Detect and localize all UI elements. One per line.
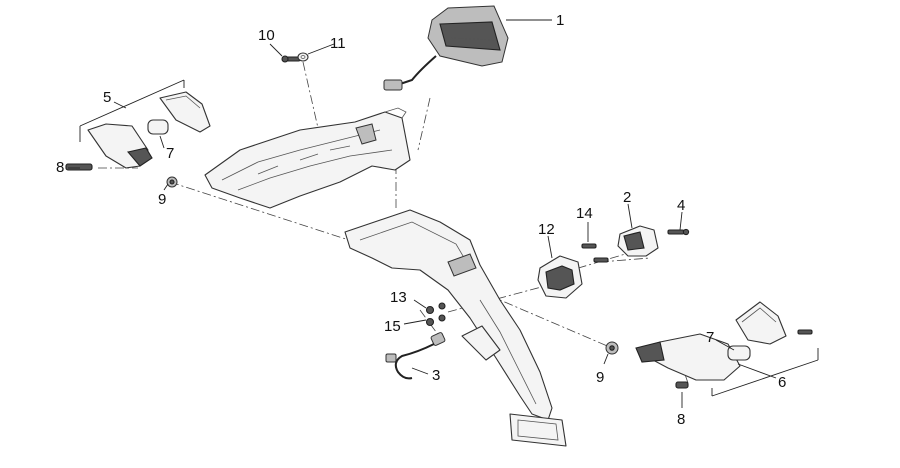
callout-10: 10 (258, 27, 275, 44)
callout-5: 5 (103, 89, 111, 106)
callout-2: 2 (623, 189, 631, 206)
callout-13: 13 (390, 289, 407, 306)
license-plate-light (617, 225, 659, 257)
callout-9-left: 9 (158, 191, 166, 208)
undertray (204, 107, 411, 209)
callout-1: 1 (556, 12, 564, 29)
callout-7-right: 7 (706, 329, 714, 346)
callout-12: 12 (538, 221, 555, 238)
plate-light-screws (581, 243, 609, 263)
callout-9-right: 9 (596, 369, 604, 386)
callout-14: 14 (576, 205, 593, 222)
left-indicator (65, 91, 211, 171)
light-screw (667, 228, 690, 236)
tail-light (383, 5, 509, 91)
callout-4: 4 (677, 197, 685, 214)
callout-6: 6 (778, 374, 786, 391)
callout-8-right: 8 (677, 411, 685, 428)
right-indicator (635, 301, 813, 389)
wiring-harness (385, 332, 446, 380)
callout-8-left: 8 (56, 159, 64, 176)
license-plate-holder (344, 209, 567, 447)
leader-lines (68, 19, 819, 408)
plate-light-housing (537, 255, 583, 299)
callout-3: 3 (432, 367, 440, 384)
callout-11: 11 (330, 35, 346, 52)
callout-7-left: 7 (166, 145, 174, 162)
callout-labels: 1 2 3 4 5 6 7 7 8 8 9 9 10 11 12 13 14 1… (56, 12, 786, 428)
left-indicator-nut (166, 176, 178, 188)
nut-and-washer (425, 302, 446, 327)
right-indicator-nut (605, 341, 619, 355)
screw-and-washer (281, 52, 309, 63)
callout-15: 15 (384, 318, 401, 335)
